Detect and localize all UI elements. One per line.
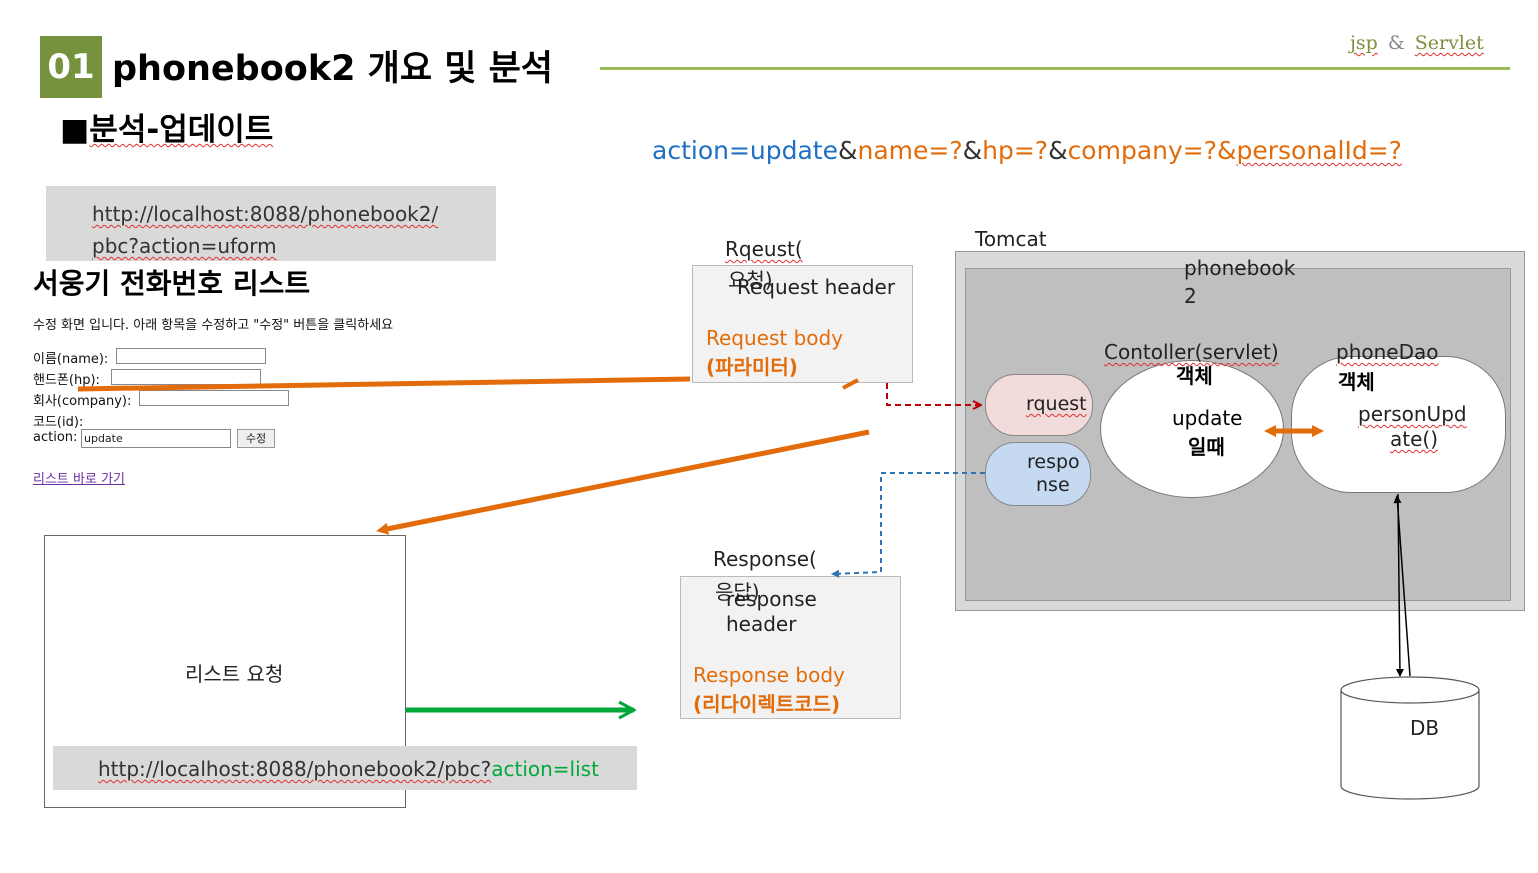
query-amp: & (962, 136, 983, 165)
submit-button[interactable]: 수정 (237, 429, 275, 448)
query-name: name=? (857, 136, 963, 165)
section-subtitle: ■분석-업데이트 (60, 104, 273, 149)
response-pill-line2: nse (1036, 474, 1070, 496)
brand-logo: jsp&Servlet (1350, 32, 1484, 54)
controller-sub: 객체 (1176, 364, 1213, 388)
db-to-dao-arrow (1393, 495, 1411, 677)
db-label: DB (1410, 716, 1440, 740)
query-amp: & (838, 136, 858, 165)
form-description: 수정 화면 입니다. 아래 항목을 수정하고 "수정" 버튼을 클릭하세요 (33, 318, 394, 333)
response-panel: response header Response body (리다이렉트코드) (680, 576, 901, 719)
dao-sub: 객체 (1338, 370, 1375, 394)
query-hp: hp=? (982, 136, 1049, 165)
name-input[interactable] (116, 348, 266, 364)
dao-text1: personUpd (1358, 402, 1467, 426)
controller-object (1100, 360, 1284, 498)
url-line-1: http://localhost:8088/phonebook2/ (92, 202, 439, 226)
response-to-list-arrow (376, 429, 870, 535)
query-string: action=update&name=?&hp=?&company=?&pers… (652, 136, 1402, 165)
id-label: 코드(id): (33, 415, 84, 430)
response-object-pill (985, 442, 1091, 506)
response-title-line2: 응답) (715, 580, 760, 604)
app-label-line1: phonebook (1184, 256, 1296, 280)
query-amp: & (1048, 136, 1068, 165)
dao-text2: ate() (1390, 427, 1439, 451)
servlet-to-response-dashed-arrow (831, 472, 985, 578)
request-title-line1: Rqeust( (725, 237, 803, 261)
url-list-action: action=list (491, 757, 599, 781)
query-action: action=update (652, 136, 838, 165)
brand-jsp: jsp (1350, 32, 1378, 54)
request-body-label: Request body (706, 326, 844, 350)
app-label-line2: 2 (1184, 284, 1197, 308)
form-title: 서웅기 전화번호 리스트 (33, 267, 311, 300)
request-title-line2: 요청) (728, 268, 773, 292)
company-label: 회사(company): (33, 394, 132, 409)
response-header-line1: response (726, 587, 817, 611)
name-label: 이름(name): (33, 352, 109, 367)
action-label: action: (33, 430, 78, 445)
header-rule (600, 67, 1510, 70)
section-number-badge: 01 (40, 36, 102, 98)
controller-title: Contoller(servlet) (1104, 340, 1279, 364)
list-request-label: 리스트 요청 (185, 662, 284, 686)
action-input[interactable]: update (81, 429, 231, 448)
company-input[interactable] (139, 390, 289, 406)
list-link[interactable]: 리스트 바로 가기 (33, 472, 125, 487)
url-line-2: pbc?action=uform (92, 234, 277, 258)
tomcat-label: Tomcat (975, 227, 1047, 251)
response-body-sub: (리다이렉트코드) (693, 692, 841, 716)
url-box-uform: http://localhost:8088/phonebook2/pbc?act… (46, 186, 496, 261)
brand-servlet: Servlet (1414, 32, 1484, 54)
url-list-prefix: http://localhost:8088/phonebook2/pbc? (98, 757, 492, 781)
query-personid: personalId=? (1236, 136, 1402, 165)
request-body-sub: (파라미터) (706, 355, 798, 379)
query-company: company=?& (1067, 136, 1237, 165)
request-header-label: Request header (737, 275, 896, 299)
response-title-line1: Response( (713, 547, 817, 571)
update-form: 서웅기 전화번호 리스트 수정 화면 입니다. 아래 항목을 수정하고 "수정"… (33, 262, 503, 487)
dao-object (1291, 356, 1506, 493)
hp-label: 핸드폰(hp): (33, 373, 100, 388)
square-bullet-icon: ■ (60, 112, 90, 148)
request-to-servlet-dashed-arrow (886, 383, 980, 405)
page-title: phonebook2 개요 및 분석 (112, 49, 554, 89)
request-orange-tip (842, 378, 859, 390)
brand-ampersand: & (1387, 32, 1405, 54)
response-body-label: Response body (693, 663, 845, 687)
dao-title: phoneDao (1336, 340, 1439, 364)
database-cylinder-icon (1340, 676, 1480, 800)
form-to-request-arrow (77, 376, 691, 392)
controller-text1: update (1172, 406, 1243, 430)
request-panel: Request header Request body (파라미터) (692, 265, 913, 383)
controller-text2: 일때 (1188, 435, 1225, 459)
response-header-line2: header (726, 612, 797, 636)
response-pill-line1: respo (1027, 451, 1080, 473)
request-pill-label: rquest (1026, 393, 1087, 415)
request-object-pill (985, 374, 1093, 436)
subtitle-text: 분석-업데이트 (89, 112, 274, 148)
url-box-list: http://localhost:8088/phonebook2/pbc?act… (53, 746, 637, 790)
hp-input[interactable] (111, 369, 261, 385)
